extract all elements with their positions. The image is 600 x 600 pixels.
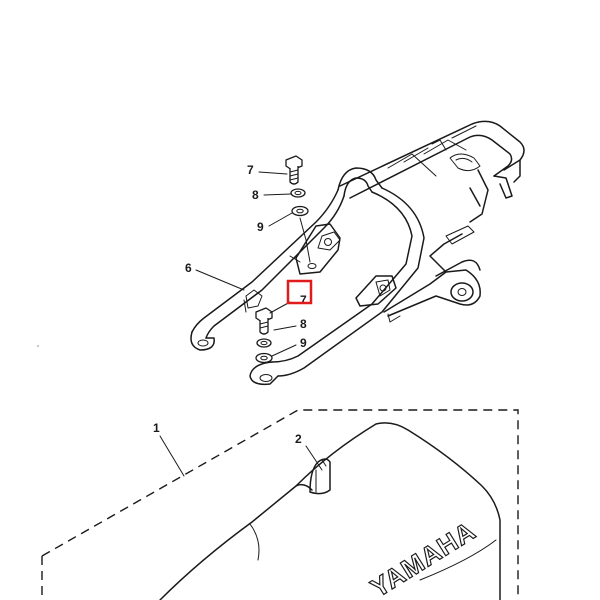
callout-lock-washer-lower: 8 [300,317,307,331]
callout-labels: 1 2 6 7 8 9 7 8 9 [153,163,307,446]
selection-highlight-box[interactable] [286,279,313,305]
callout-washer-lower: 9 [300,336,307,350]
callout-seat-lock: 2 [295,432,302,446]
lock-washer-upper [290,188,306,198]
grab-bar-assembly [190,120,525,386]
seat-lock-hook [309,458,331,495]
callout-seat: 1 [153,421,160,435]
seat: YAMAHA [41,409,519,600]
seat-logo: YAMAHA [365,515,481,600]
callout-bolt-lower: 7 [300,293,307,307]
lock-washer-lower [256,338,272,348]
washer-lower [255,352,273,364]
bolt-lower [255,307,273,335]
stray-mark [37,345,39,347]
callout-bolt-upper: 7 [247,163,254,177]
leader-lines [159,171,323,477]
callout-lock-washer-upper: 8 [252,188,259,202]
washer-upper [291,205,309,217]
callout-grab-bar: 6 [185,261,192,275]
callout-washer-upper: 9 [257,220,264,234]
bolt-upper [285,155,303,185]
